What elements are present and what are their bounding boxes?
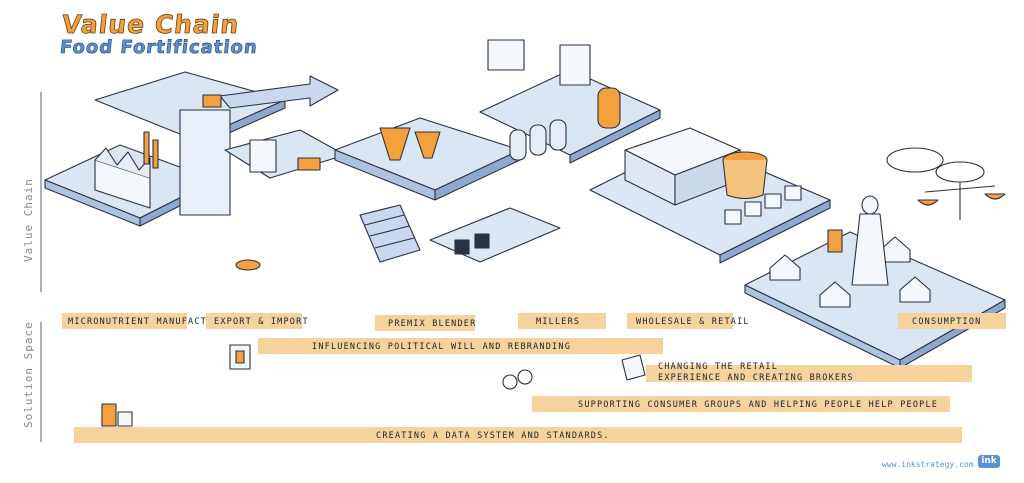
solution-data-system: Creating a data system and standards. (376, 431, 610, 441)
stage-bar-consumption (898, 313, 1006, 329)
hut-2 (819, 281, 851, 308)
solution-bar-consumer (532, 396, 950, 412)
stage-bar-wholesale (627, 313, 733, 329)
solution-bar-political (258, 338, 663, 354)
stage-export-import: Export & Import (214, 317, 309, 327)
consumer-bubble-2 (517, 369, 533, 385)
solution-retail-line2: experience and creating brokers (658, 373, 854, 383)
person-head (861, 195, 879, 215)
food-can (827, 229, 843, 253)
silo-1 (509, 129, 527, 161)
bowl-icon (235, 259, 261, 271)
funnel-2 (414, 131, 441, 159)
orange-tank (597, 87, 621, 129)
data-system-icon (101, 403, 117, 427)
solution-retail-line1: Changing the retail (658, 362, 779, 372)
factory-chimney (143, 131, 150, 165)
retail-sign-icon (621, 354, 646, 381)
stage-wholesale-retail: Wholesale & Retail (636, 317, 750, 327)
stage-premix-blender: Premix Blender (388, 319, 477, 329)
solution-consumer-groups: Supporting consumer groups and helping p… (578, 400, 939, 410)
flow-arrow (219, 75, 339, 109)
value-chain-axis-line (40, 92, 42, 292)
consumer-bubble-1 (502, 374, 518, 390)
stairs (359, 204, 421, 263)
stage-consumption: Consumption (912, 317, 982, 327)
control-tower (179, 109, 231, 216)
stage-bar-premix (375, 315, 475, 331)
walkway (429, 207, 561, 263)
solution-space-axis-line (40, 322, 42, 442)
silo-3 (549, 119, 567, 151)
solution-bar-retail (646, 365, 972, 382)
stage-micronutrient-manufacture: Micronutrient Manufacture (68, 317, 226, 327)
stage-millers: Millers (536, 317, 581, 327)
hut-1 (769, 254, 801, 281)
stage-bar-millers (518, 313, 606, 329)
speech-bubble-2 (935, 161, 985, 183)
person-body (851, 213, 889, 286)
solution-political-will: Influencing political will and rebrandin… (312, 342, 572, 352)
container-box (297, 157, 321, 171)
mill-building (487, 39, 525, 71)
funnel-1 (379, 127, 411, 161)
ink-logo: ink (978, 455, 1000, 468)
stage-bar-micronutrient (62, 313, 187, 329)
speech-bubble-1 (886, 147, 944, 173)
silo-2 (529, 124, 547, 156)
footer-url[interactable]: www.inkstrategy.com (882, 460, 974, 469)
hut-4 (899, 276, 931, 303)
solution-bar-data (74, 427, 962, 443)
stage-bar-export (206, 313, 302, 329)
